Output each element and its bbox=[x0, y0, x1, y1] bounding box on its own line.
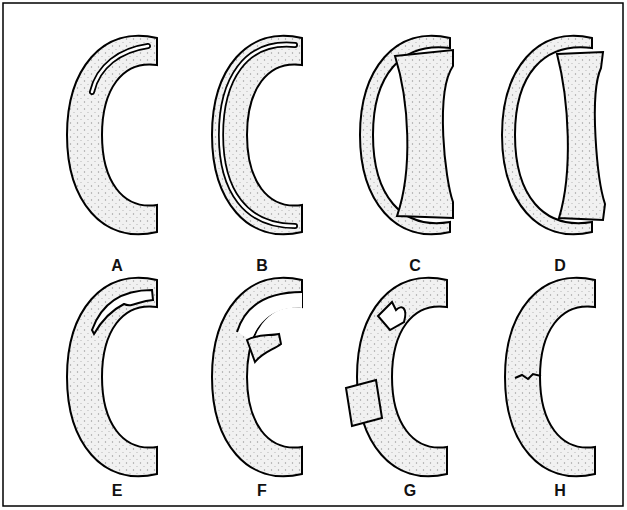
meniscus-c bbox=[360, 36, 453, 234]
figure-letter: F bbox=[257, 483, 267, 499]
meniscus-h bbox=[505, 278, 595, 476]
figure-letter: C bbox=[409, 258, 421, 274]
meniscus-d bbox=[502, 36, 605, 234]
figure-letter: G bbox=[404, 483, 416, 499]
meniscus-b bbox=[212, 36, 302, 234]
figure-letter: E bbox=[112, 483, 123, 499]
meniscus-f bbox=[212, 278, 302, 476]
figure-letter: H bbox=[554, 483, 566, 499]
meniscus-a bbox=[67, 36, 157, 234]
figure-letter: B bbox=[256, 258, 268, 274]
figure-letter: D bbox=[554, 258, 566, 274]
meniscus-e bbox=[67, 278, 157, 476]
figure-letter: A bbox=[111, 258, 123, 274]
frame bbox=[3, 3, 623, 506]
meniscus-g bbox=[346, 278, 447, 476]
